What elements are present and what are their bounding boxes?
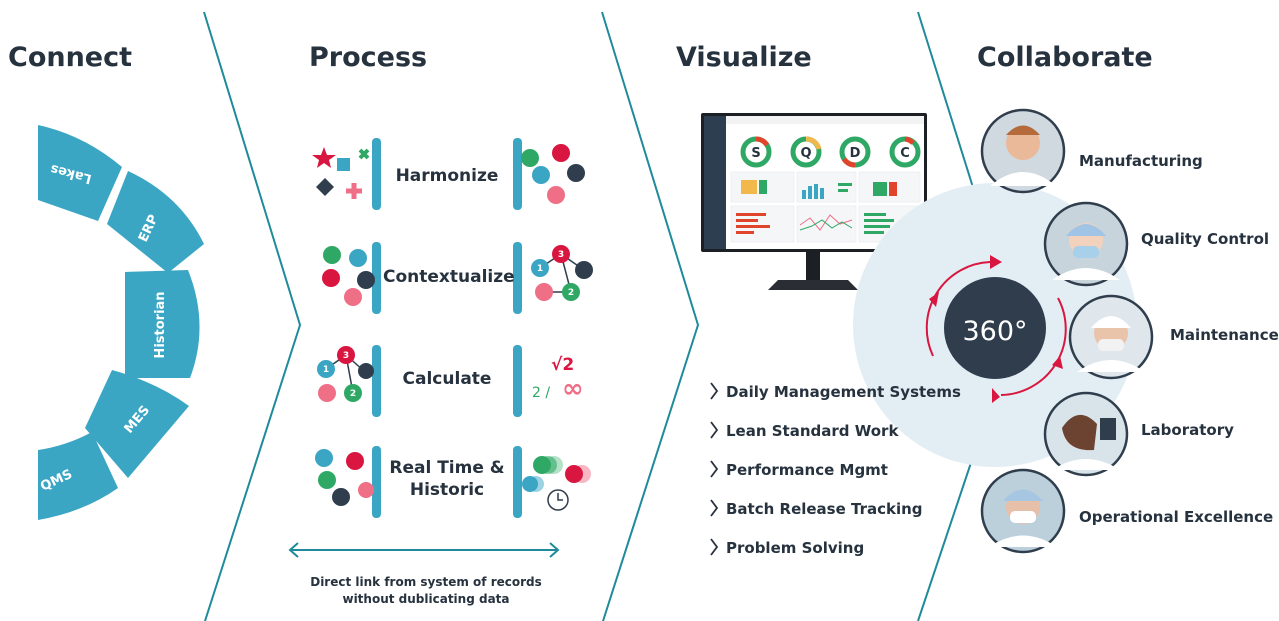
visualize-item-daily-management: Daily Management Systems bbox=[708, 381, 961, 403]
arc-segment-mes bbox=[85, 370, 189, 478]
dashboard-letter-q: Q bbox=[800, 146, 811, 161]
infinity-symbol: ∞ bbox=[562, 374, 584, 404]
avatar-quality-control bbox=[1043, 201, 1129, 287]
sqrt-symbol: √2 bbox=[551, 355, 574, 375]
visualize-item-label: Daily Management Systems bbox=[726, 383, 961, 401]
star-icon bbox=[312, 147, 336, 168]
avatar-manufacturing bbox=[980, 108, 1066, 194]
hub-circle bbox=[944, 277, 1046, 379]
arc-segment-qms bbox=[38, 432, 118, 520]
ctx-node-2: 2 bbox=[568, 288, 574, 298]
role-maintenance: Maintenance bbox=[1170, 326, 1279, 344]
arc-segment-lakes bbox=[38, 125, 122, 221]
hub-label: 360° bbox=[962, 316, 1027, 347]
realtime-input-circles bbox=[315, 449, 374, 506]
plus-icon bbox=[346, 183, 362, 199]
source-label-historian: Historian bbox=[153, 291, 168, 358]
visualize-item-label: Batch Release Tracking bbox=[726, 500, 923, 518]
heading-process: Process bbox=[309, 42, 428, 73]
fraction-symbol: 2 / bbox=[532, 385, 550, 401]
avatar-operational-excellence bbox=[980, 468, 1066, 554]
role-laboratory: Laboratory bbox=[1141, 421, 1234, 439]
step-calculate: Calculate bbox=[402, 369, 492, 389]
bullet-chevrons bbox=[710, 382, 719, 556]
step-realtime: Real Time & bbox=[389, 458, 505, 478]
visualize-item-label: Problem Solving bbox=[726, 539, 865, 557]
avatar-laboratory bbox=[1043, 391, 1129, 477]
visualize-item-lean-standard-work: Lean Standard Work bbox=[708, 420, 898, 442]
role-manufacturing: Manufacturing bbox=[1079, 152, 1203, 170]
visualize-item-problem-solving: Problem Solving bbox=[708, 537, 864, 559]
process-bars bbox=[372, 138, 522, 518]
calculate-network bbox=[317, 346, 374, 402]
calc-node-2: 2 bbox=[350, 389, 356, 399]
realtime-output-trails bbox=[522, 456, 591, 511]
direct-link-note: Direct link from system of records witho… bbox=[290, 574, 562, 608]
diamond-icon bbox=[316, 178, 334, 196]
connect-arc bbox=[38, 125, 204, 520]
harmonize-input-shapes bbox=[312, 147, 370, 199]
divider-process-visualize bbox=[601, 11, 700, 621]
visualize-item-label: Performance Mgmt bbox=[726, 461, 888, 479]
visualize-item-label: Lean Standard Work bbox=[726, 422, 899, 440]
avatar-maintenance bbox=[1068, 294, 1154, 380]
harmonize-output-circles bbox=[521, 144, 585, 204]
step-harmonize: Harmonize bbox=[395, 166, 499, 186]
dashboard-letter-c: C bbox=[900, 146, 910, 161]
heading-visualize: Visualize bbox=[676, 42, 812, 73]
dashboard-letter-s: S bbox=[751, 146, 760, 161]
visualize-item-performance: Performance Mgmt bbox=[708, 459, 888, 481]
arc-segment-erp bbox=[107, 171, 204, 273]
direct-link-arrow bbox=[288, 542, 560, 558]
contextualize-input-circles bbox=[322, 246, 375, 306]
contextualize-network bbox=[531, 245, 593, 301]
arc-segment-historian bbox=[125, 270, 200, 378]
role-operational-excellence: Operational Excellence bbox=[1079, 508, 1274, 526]
x-icon bbox=[358, 148, 370, 160]
divider-connect-process bbox=[203, 11, 302, 621]
role-quality-control: Quality Control bbox=[1141, 230, 1270, 248]
ctx-node-3: 3 bbox=[558, 250, 564, 260]
square-icon bbox=[337, 158, 350, 171]
heading-connect: Connect bbox=[8, 42, 133, 73]
step-historic: Historic bbox=[409, 480, 485, 500]
heading-collaborate: Collaborate bbox=[977, 42, 1153, 73]
step-contextualize: Contextualize bbox=[383, 267, 515, 287]
direct-link-line-2: without dublicating data bbox=[342, 592, 510, 606]
calc-node-1: 1 bbox=[323, 365, 329, 375]
direct-link-line-1: Direct link from system of records bbox=[310, 575, 542, 589]
calc-node-3: 3 bbox=[343, 351, 349, 361]
dashboard-letter-d: D bbox=[850, 146, 861, 161]
visualize-item-batch-release: Batch Release Tracking bbox=[708, 498, 923, 520]
ctx-node-1: 1 bbox=[537, 264, 543, 274]
monitor bbox=[701, 113, 927, 290]
avatars bbox=[980, 108, 1154, 554]
